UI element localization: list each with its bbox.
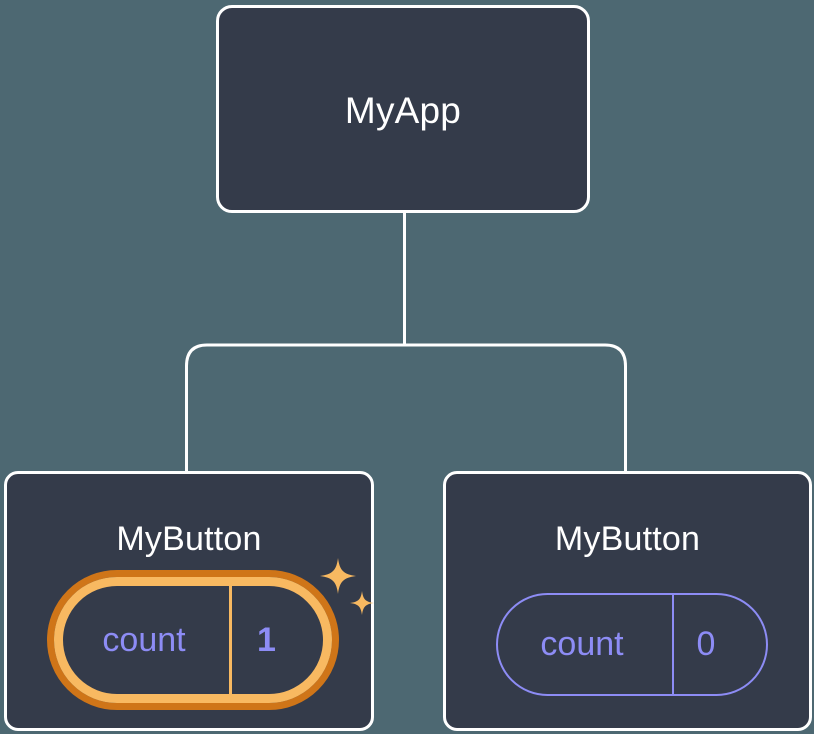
node-mybutton-left-title: MyButton [116, 520, 262, 558]
state-pill-plain[interactable]: count 0 [496, 593, 768, 696]
connector-branch-right [404, 343, 627, 472]
connector-branch-left [185, 343, 405, 472]
node-mybutton-right[interactable]: MyButton count 0 [443, 471, 812, 731]
node-mybutton-left[interactable]: MyButton count 1 [4, 471, 374, 731]
state-key-label: count [540, 625, 624, 663]
state-pill-outer-ring [47, 570, 339, 710]
node-myapp[interactable]: MyApp [216, 5, 590, 213]
state-pill-inner-ring: count 1 [54, 577, 332, 703]
node-myapp-title: MyApp [344, 90, 462, 131]
state-pill-highlighted[interactable]: count 1 [47, 570, 339, 710]
state-value-label: 1 [257, 620, 276, 659]
state-divider [229, 586, 232, 694]
node-mybutton-right-title: MyButton [554, 520, 701, 558]
state-key-label: count [102, 620, 186, 659]
state-divider [672, 595, 674, 694]
state-value-label: 0 [696, 625, 716, 663]
